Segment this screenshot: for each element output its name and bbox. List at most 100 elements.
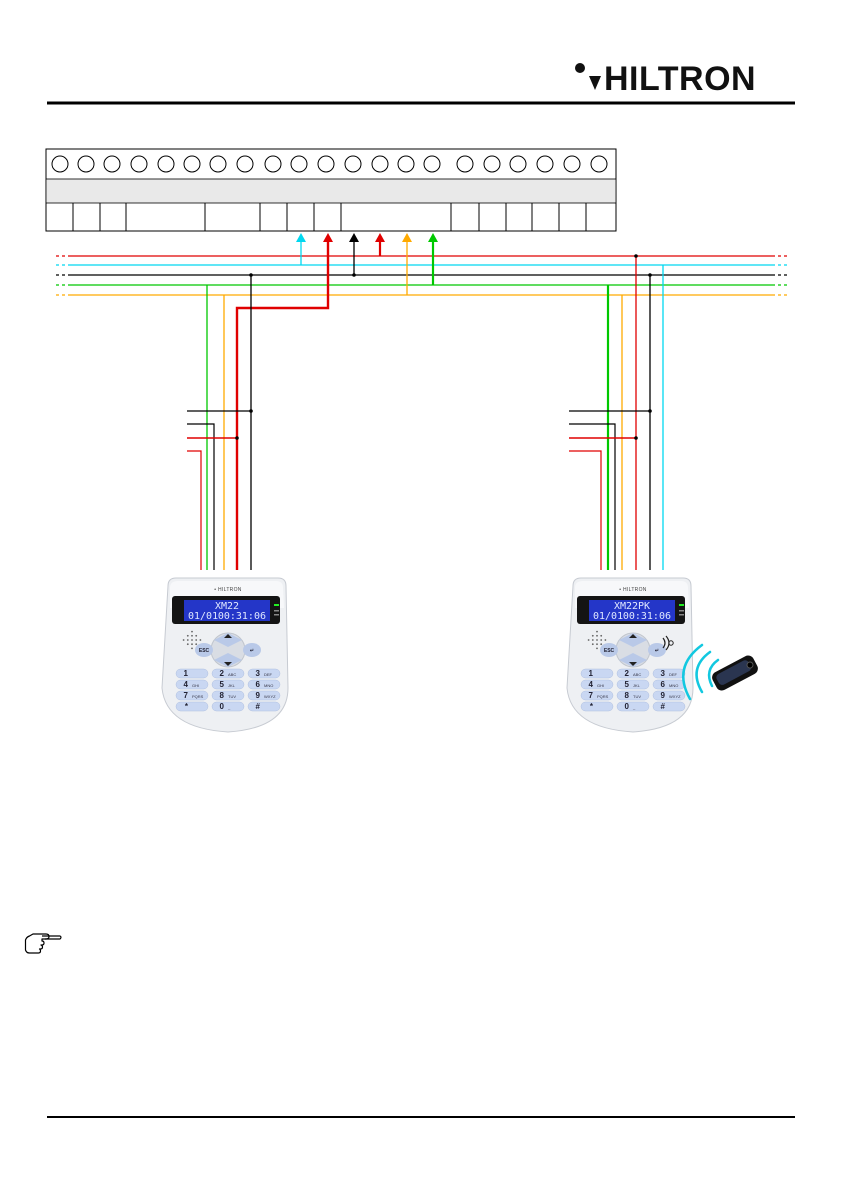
key-button [581,669,613,678]
terminal-screw [457,156,473,172]
key-button [248,702,280,711]
esc-label: ESC [199,648,210,654]
terminal-screw [237,156,253,172]
terminal-screw [564,156,580,172]
speaker-hole [187,635,189,637]
key-number: # [661,702,666,711]
junction-kp2-black [648,273,652,277]
key-number: 6 [256,680,261,689]
key-button [653,702,685,711]
key-letters: JKL [633,683,641,688]
keypad-brand: • HILTRON [619,587,647,593]
speaker-hole [187,643,189,645]
key-number: 4 [184,680,189,689]
key-number: 9 [256,691,261,700]
key-letters: GHI [192,683,199,688]
speaker-hole [596,648,598,650]
keypad-xm22pk: • HILTRONXM22PK01/0100:31:06ESC↵12ABC3DE… [567,578,693,732]
junction-black-top [352,273,356,277]
lcd-time-text: 00:31:06 [218,611,266,622]
wiring [56,233,788,570]
key-number: 1 [184,669,189,678]
terminal-screw [158,156,174,172]
key-letters: TUV [633,694,641,699]
key-number: 9 [661,691,666,700]
terminal-screw [510,156,526,172]
key-letters: TUV [228,694,236,699]
led-grey [679,614,684,616]
speaker-hole [592,643,594,645]
key-number: 3 [256,669,261,678]
speaker-hole [191,648,193,650]
key-letters: ABC [228,672,236,677]
speaker-hole [187,639,189,641]
junction-kp1-stub-red [235,436,239,440]
terminal-screw [131,156,147,172]
key-number: 0 [220,702,225,711]
key-letters: WXYZ [264,694,276,699]
speaker-hole [592,639,594,641]
speaker-hole [200,639,202,641]
arrow-red-2 [375,233,385,242]
led-grey [274,610,279,612]
kp1-stub-red-2 [187,451,201,570]
speaker-hole [191,631,193,633]
terminal-screw [318,156,334,172]
terminal-screw [372,156,388,172]
key-number: 1 [589,669,594,678]
speaker-hole [596,639,598,641]
key-letters: WXYZ [669,694,681,699]
key-letters: DEF [669,672,678,677]
led-grey [679,610,684,612]
junction-kp1-stub-black [249,409,253,413]
key-number: 4 [589,680,594,689]
speaker-hole [600,635,602,637]
speaker-hole [600,643,602,645]
key-button [176,669,208,678]
kp2-stub-red-2 [569,451,601,570]
keypad-brand: • HILTRON [214,587,242,593]
terminal-screw [537,156,553,172]
arrow-black [349,233,359,242]
speaker-hole [195,639,197,641]
key-number: 5 [220,680,225,689]
lcd-date-text: 01/01 [188,611,218,622]
brand-text: HILTRON [604,60,756,98]
key-number: 2 [625,669,630,678]
pointing-hand-icon [26,934,62,953]
key-number: 7 [184,691,189,700]
key-number: 8 [220,691,225,700]
arrow-orange [402,233,412,242]
speaker-hole [600,639,602,641]
arrow-red-1 [323,233,333,242]
terminal-screw [424,156,440,172]
enter-label: ↵ [655,648,659,654]
key-button [581,702,613,711]
terminal-screw [398,156,414,172]
speaker-hole [191,639,193,641]
arrow-green [428,233,438,242]
key-number: 2 [220,669,225,678]
speaker-hole [605,639,607,641]
key-letters: PQRS [597,694,609,699]
key-letters: JKL [228,683,236,688]
terminal-screw [345,156,361,172]
key-number: 0 [625,702,630,711]
key-number: 5 [625,680,630,689]
esc-label: ESC [604,648,615,654]
enter-label: ↵ [250,648,254,654]
terminal-screw [104,156,120,172]
key-letters: MNO [669,683,678,688]
key-number: 6 [661,680,666,689]
terminal-screw [78,156,94,172]
terminal-screw [184,156,200,172]
key-letters: ABC [633,672,641,677]
terminal-screw [265,156,281,172]
key-number: 3 [661,669,666,678]
junction-kp1-black [249,273,253,277]
terminal-screw [52,156,68,172]
key-letters: MNO [264,683,273,688]
terminal-screw [591,156,607,172]
